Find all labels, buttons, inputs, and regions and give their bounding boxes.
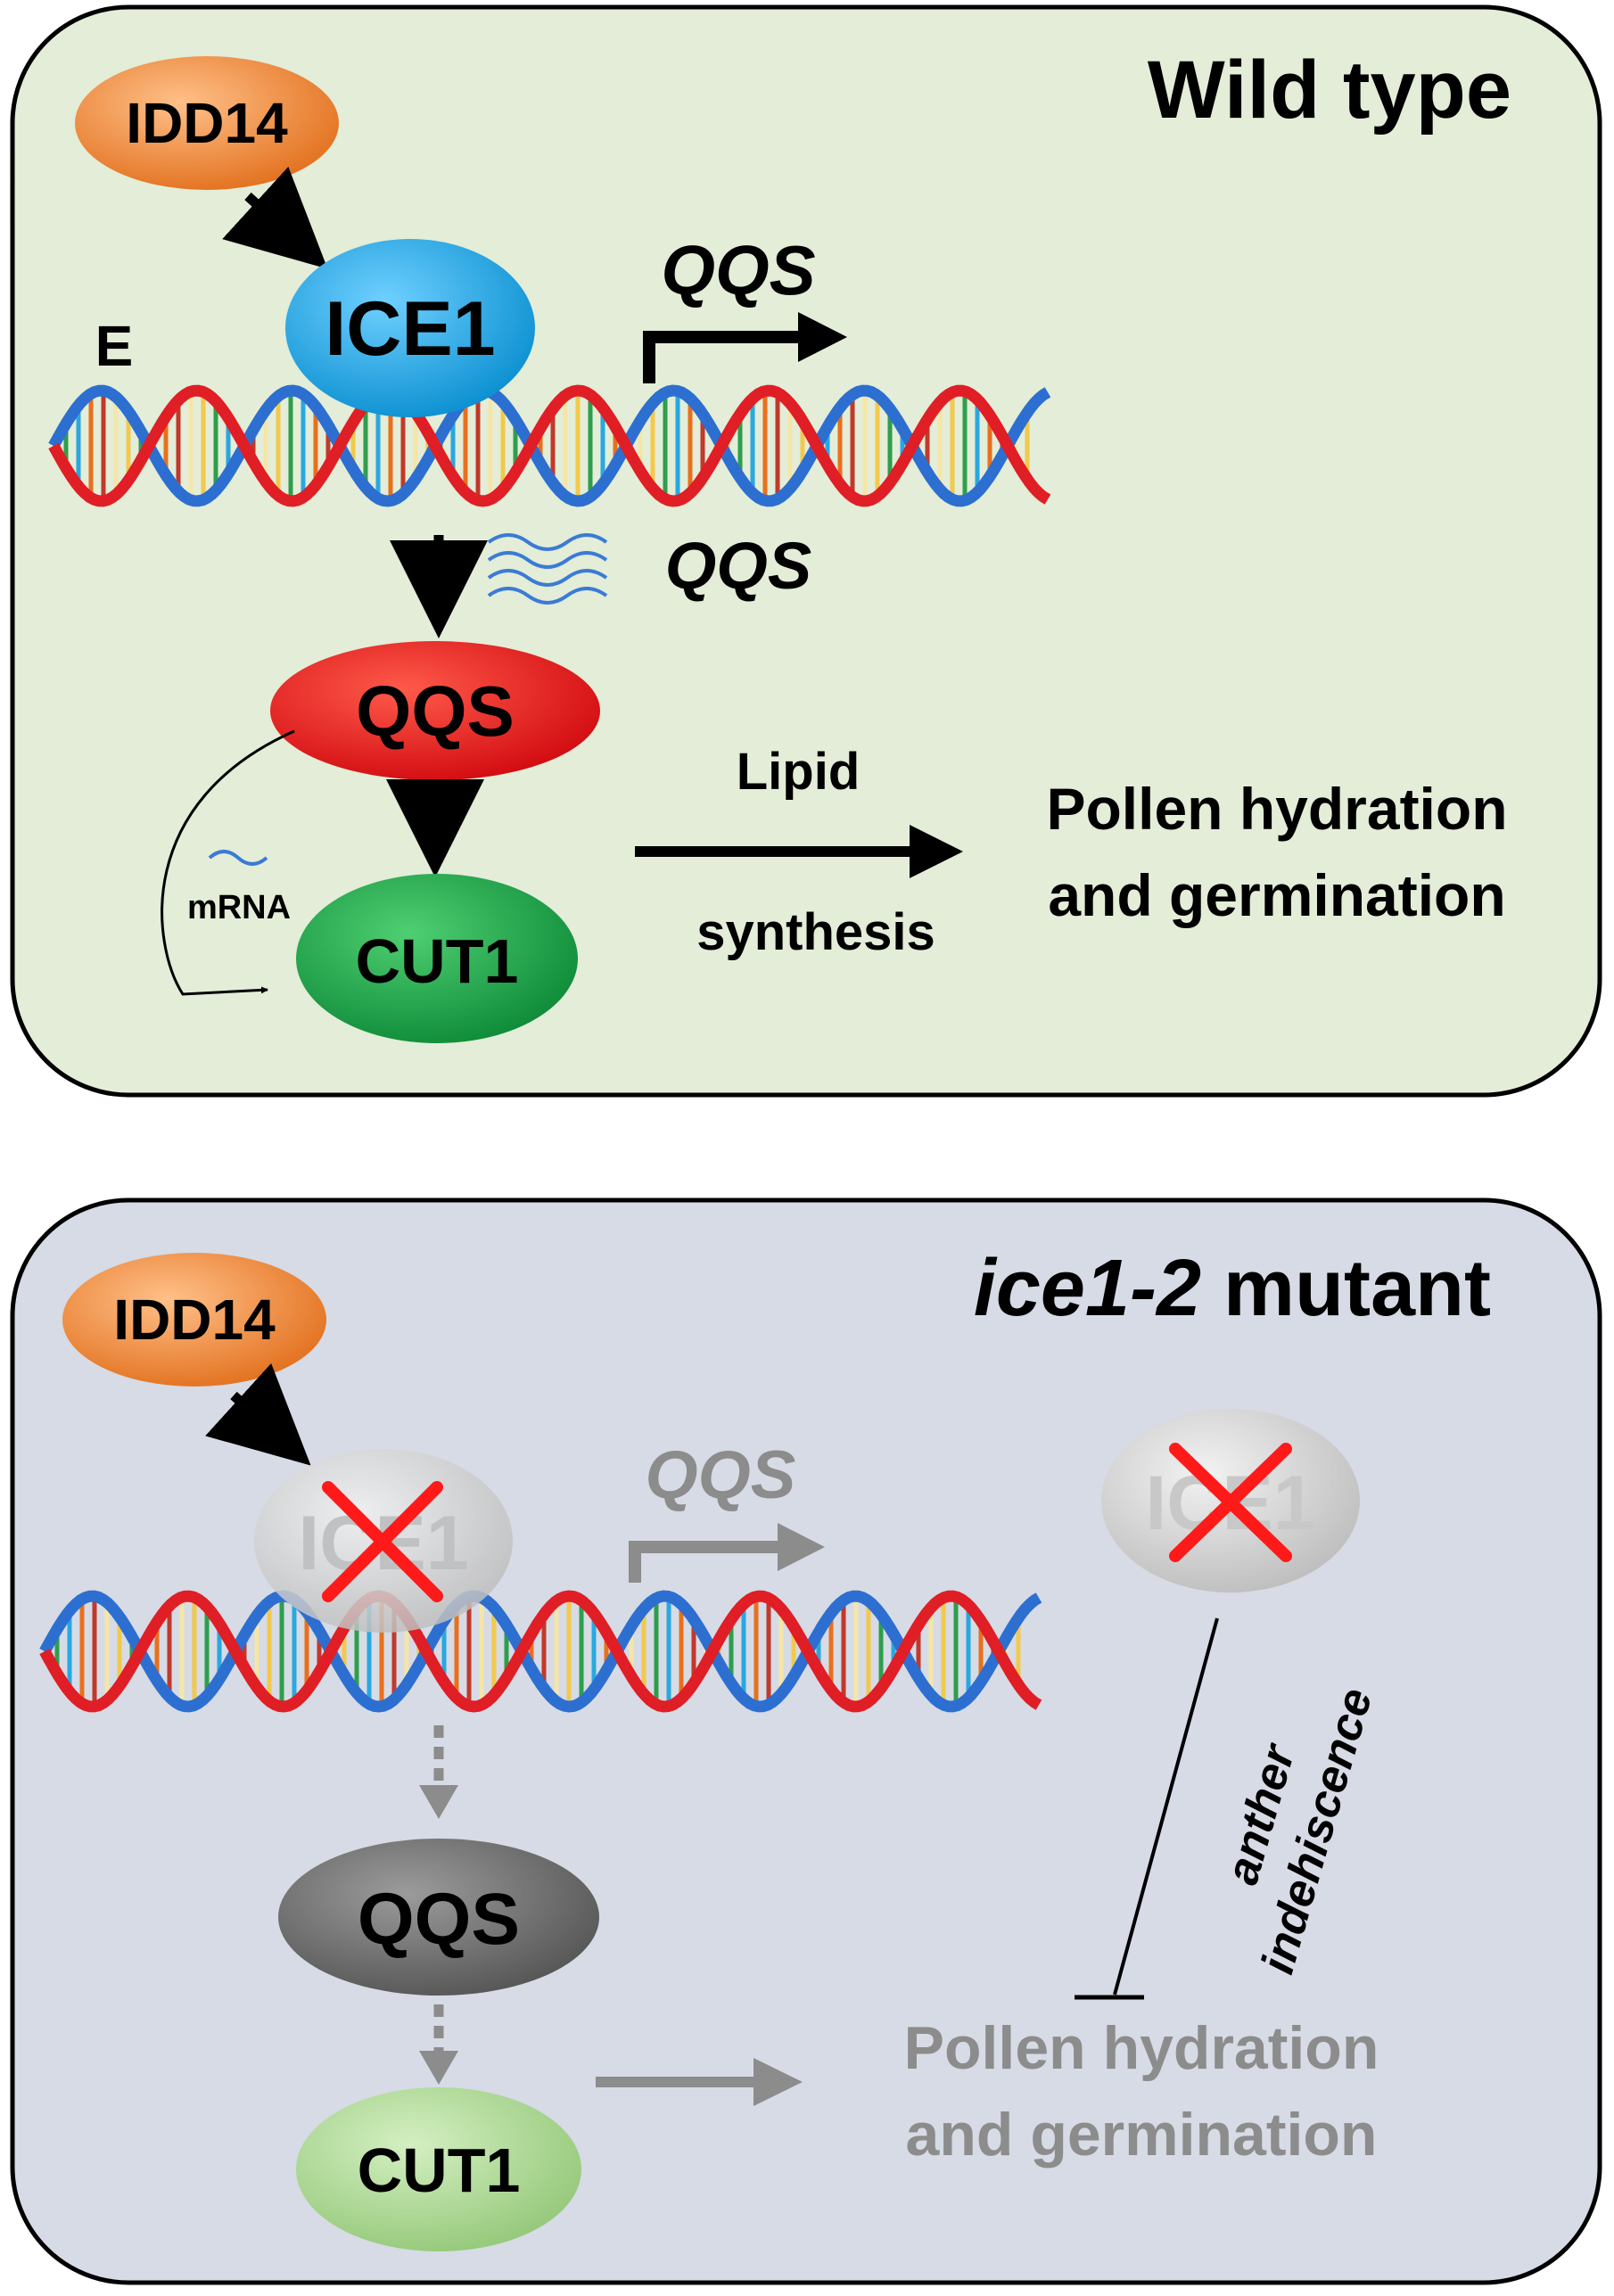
mutant-dna-to-qqs-arrowhead bbox=[419, 1785, 458, 1819]
idd14-label: IDD14 bbox=[126, 91, 288, 155]
mutant-qqs-promoter-arrowhead bbox=[778, 1523, 825, 1571]
cut1-label: CUT1 bbox=[356, 926, 519, 996]
mrna-wave-icon bbox=[208, 850, 268, 866]
dna-strand-blue bbox=[48, 384, 1051, 507]
mutant-cut1-protein bbox=[296, 2087, 581, 2251]
dna-strand-blue bbox=[39, 1590, 1042, 1713]
idd14-to-ice1-arrow bbox=[222, 166, 328, 269]
mutant-cut1-label: CUT1 bbox=[358, 2136, 521, 2205]
mutant-idd14-to-ice1-arrow bbox=[205, 1362, 311, 1466]
qqs-protein bbox=[270, 641, 600, 780]
dna-strand-red bbox=[39, 1590, 1042, 1713]
ice1-protein bbox=[285, 239, 535, 417]
mutant-title: ice1-2 mutant bbox=[974, 1244, 1491, 1333]
qqs-promoter-arrowhead bbox=[798, 312, 847, 362]
idd14-protein bbox=[75, 56, 339, 190]
qqs-promoter-arrow bbox=[643, 331, 803, 383]
cross-icon bbox=[322, 1481, 443, 1602]
mutant-idd14-protein bbox=[62, 1253, 326, 1387]
qqs-gene-label: QQS bbox=[661, 231, 815, 309]
mutant-outcome-line2: and germination bbox=[906, 2101, 1378, 2168]
lipid-synthesis-arrowhead bbox=[910, 825, 963, 878]
wild-type-panel: Wild type IDD14 ICE1 E QQS QQS QQS bbox=[10, 4, 1602, 1098]
mutant-title-allele: ice1-2 bbox=[974, 1244, 1201, 1333]
wt-outcome-line1: Pollen hydration bbox=[1046, 776, 1507, 842]
cross-icon-2 bbox=[1169, 1443, 1292, 1562]
ice1-label: ICE1 bbox=[325, 286, 495, 372]
mrna-label: mRNA bbox=[187, 889, 291, 926]
mutant-lipid-arrowhead bbox=[753, 2058, 803, 2106]
mutant-qqs-gene-label: QQS bbox=[646, 1437, 796, 1513]
mutant-qqs-protein-label: QQS bbox=[358, 1879, 520, 1960]
mutant-title-rest: mutant bbox=[1201, 1244, 1491, 1333]
e-box-label: E bbox=[95, 314, 134, 378]
mutant-panel: ice1-2 mutant IDD14 ICE1 QQS ICE1 bbox=[10, 1197, 1602, 2285]
qqs-protein-label: QQS bbox=[356, 671, 515, 751]
anther-inhibition-line bbox=[1113, 1617, 1219, 1996]
synthesis-label: synthesis bbox=[696, 903, 935, 961]
dna-strand-red bbox=[48, 384, 1051, 507]
mutant-qqs-protein bbox=[278, 1839, 599, 1996]
dna-helix bbox=[48, 384, 1051, 507]
mutant-idd14-label: IDD14 bbox=[113, 1288, 276, 1352]
lipid-label: Lipid bbox=[737, 743, 861, 801]
mutant-qqs-promoter-arrow bbox=[629, 1541, 783, 1583]
qqs-transcript-icon bbox=[487, 533, 608, 605]
mutant-outcome-line1: Pollen hydration bbox=[904, 2014, 1379, 2082]
mutant-dna-helix bbox=[39, 1590, 1042, 1713]
wt-outcome-line2: and germination bbox=[1048, 862, 1505, 928]
mrna-regulation-arrow bbox=[161, 729, 295, 996]
cut1-protein bbox=[296, 874, 578, 1043]
wild-type-title: Wild type bbox=[1148, 45, 1511, 136]
mutant-qqs-to-cut1-arrowhead bbox=[419, 2051, 458, 2085]
qqs-transcript-label: QQS bbox=[665, 529, 811, 603]
